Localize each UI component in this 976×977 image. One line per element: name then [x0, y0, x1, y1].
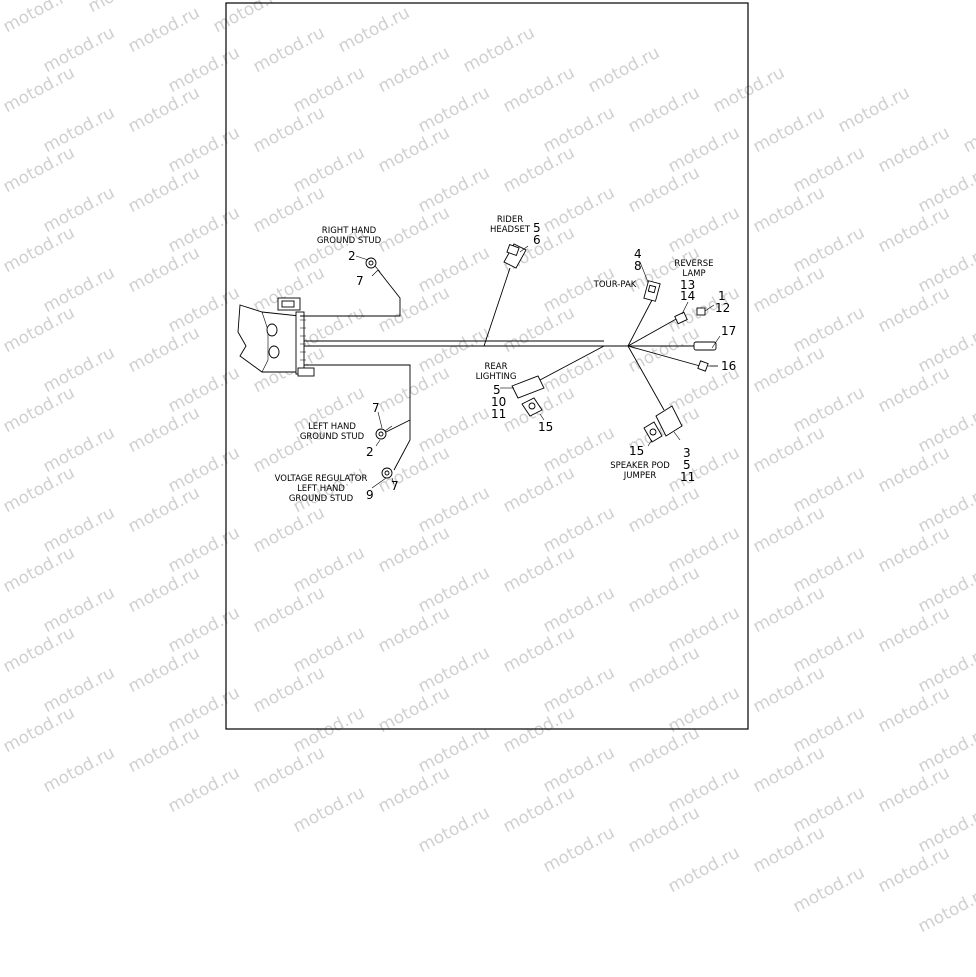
- watermark-text: motod.ru: [914, 882, 976, 938]
- ref-num: 14: [680, 289, 695, 303]
- watermark-text: motod.ru: [39, 742, 119, 798]
- watermark-text: motod.ru: [664, 842, 744, 898]
- tour-pak-connector: [643, 280, 661, 302]
- speaker-pod-jumper-connector: [643, 405, 683, 443]
- rear-lighting-connector: [511, 375, 545, 417]
- ref-num: 11: [491, 407, 506, 421]
- watermark-text: motod.ru: [499, 782, 579, 838]
- rider-headset-connector: [503, 243, 527, 269]
- ref-num: 10: [491, 395, 506, 409]
- ref-num: 5: [683, 458, 691, 472]
- ref-num: 8: [634, 259, 642, 273]
- watermark-text: motod.ru: [624, 802, 704, 858]
- watermark-text: motod.ru: [539, 822, 619, 878]
- ref-num: 3: [683, 446, 691, 460]
- watermark-text: motod.ru: [539, 742, 619, 798]
- ref-num: 5: [533, 221, 541, 235]
- ref-num: 15: [538, 420, 553, 434]
- frame-bracket: [237, 297, 315, 377]
- ref-num: 1: [718, 289, 726, 303]
- watermark-text: motod.ru: [914, 802, 976, 858]
- harness-wires: [300, 267, 701, 471]
- connector-17: [693, 341, 717, 351]
- ref-num: 5: [493, 383, 501, 397]
- ref-num: 4: [634, 247, 642, 261]
- ref-num: 2: [348, 249, 356, 263]
- watermark-text: motod.ru: [289, 782, 369, 838]
- watermark-text: motod.ru: [374, 762, 454, 818]
- page-border: [225, 2, 749, 730]
- ref-num: 16: [721, 359, 736, 373]
- watermark-text: motod.ru: [164, 762, 244, 818]
- tour-pak-label: TOUR-PAK: [593, 280, 637, 290]
- leader-lines: [355, 245, 721, 489]
- ref-num: 11: [680, 470, 695, 484]
- right-hand-ground-ring: [365, 257, 381, 273]
- watermark-text: motod.ru: [249, 742, 329, 798]
- ref-num: 2: [366, 445, 374, 459]
- ref-num: 15: [629, 444, 644, 458]
- watermark-text: motod.ru: [874, 842, 954, 898]
- voltage-regulator-ground-ring: [381, 467, 393, 479]
- left-hand-ground-ring: [375, 425, 393, 440]
- watermark-text: motod.ru: [789, 782, 869, 838]
- watermark-text: motod.ru: [414, 802, 494, 858]
- ref-num: 7: [372, 401, 380, 415]
- watermark-text: motod.ru: [789, 862, 869, 918]
- watermark-text: motod.ru: [749, 742, 829, 798]
- connector-1-12: [696, 304, 715, 316]
- ref-num: 7: [391, 479, 399, 493]
- ref-num: 13: [680, 278, 695, 292]
- ref-num: 17: [721, 324, 736, 338]
- reference-numbers: 2 7 5 6 4 8 13 14 1 12 17 16 5 10 11 15 …: [348, 221, 736, 502]
- watermark-text: motod.ru: [874, 762, 954, 818]
- reverse-lamp-connector: [674, 311, 688, 325]
- watermark-text: motod.ru: [664, 762, 744, 818]
- watermark-text: motod.ru: [749, 822, 829, 878]
- ref-num: 7: [356, 274, 364, 288]
- ref-num: 12: [715, 301, 730, 315]
- ref-num: 6: [533, 233, 541, 247]
- ref-num: 9: [366, 488, 374, 502]
